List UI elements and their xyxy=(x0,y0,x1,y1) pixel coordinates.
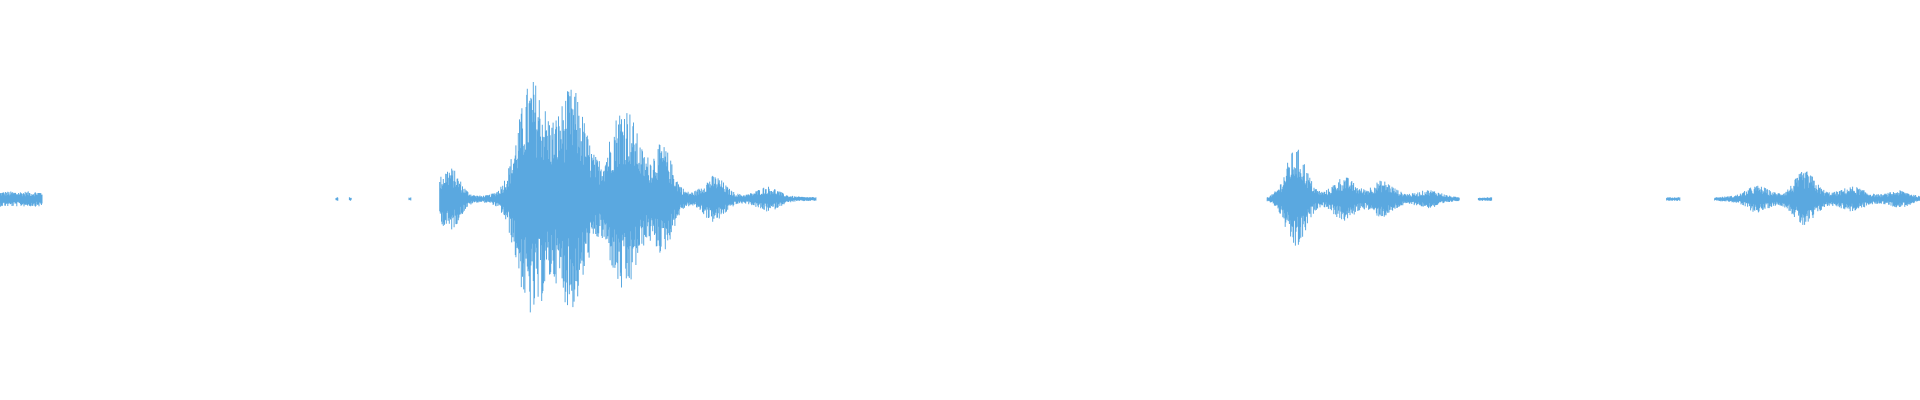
waveform-segment xyxy=(348,197,352,201)
waveform-segment xyxy=(439,82,817,313)
waveform-path xyxy=(335,197,339,201)
waveform-segment xyxy=(1477,197,1493,201)
waveform-path xyxy=(408,197,412,201)
waveform-segment xyxy=(1266,149,1460,246)
waveform-segment xyxy=(408,197,412,201)
waveform-path xyxy=(348,197,352,201)
waveform-path xyxy=(439,82,817,313)
waveform-segment xyxy=(0,191,43,207)
waveform-segment xyxy=(1666,197,1681,201)
waveform-path xyxy=(1477,197,1493,201)
waveform-segment xyxy=(335,197,339,201)
waveform-path xyxy=(1714,171,1920,225)
waveform-path xyxy=(1666,197,1681,201)
waveform-path xyxy=(1266,149,1460,246)
waveform-path xyxy=(0,191,43,207)
waveform-segment xyxy=(1714,171,1920,225)
